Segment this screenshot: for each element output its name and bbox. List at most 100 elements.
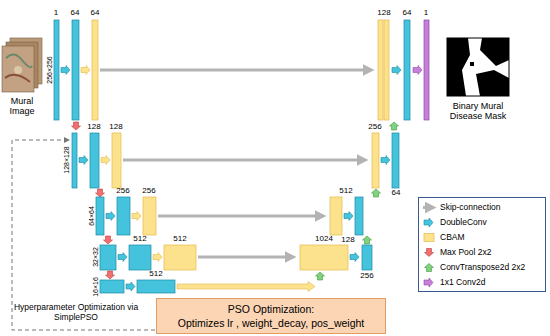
encoder-blocks	[54, 20, 315, 293]
legend-samples	[424, 278, 433, 287]
decoder-blocks	[413, 66, 422, 75]
decoder-blocks	[392, 133, 399, 188]
channel-number: 1024	[315, 235, 333, 243]
mural-image	[5, 75, 30, 82]
caption-label: Binary Mural Disease Mask	[439, 101, 517, 121]
disease-mask	[447, 38, 470, 96]
dimension-label: 16×16	[92, 277, 99, 297]
encoder-blocks	[72, 133, 77, 188]
legend-samples	[423, 208, 434, 288]
skip-connections	[100, 70, 370, 257]
channel-number: 512	[339, 187, 352, 195]
encoder-blocks	[96, 197, 104, 235]
channel-number: 256	[116, 187, 129, 195]
decoder-blocks	[355, 197, 363, 235]
mural-image	[6, 54, 32, 67]
decoder-blocks	[424, 20, 429, 120]
dimension-label: 256×256	[46, 56, 53, 83]
disease-mask	[447, 38, 509, 96]
mural-image	[14, 66, 22, 74]
encoder-blocks	[104, 236, 113, 244]
encoder-blocks	[92, 20, 98, 120]
pso-box: PSO Optimization:Optimizes lr , weight_d…	[156, 298, 386, 334]
encoder-blocks	[143, 197, 156, 235]
encoder-blocks	[117, 197, 130, 235]
encoder-blocks	[137, 280, 175, 293]
channel-number: 256	[368, 123, 381, 131]
legend-text: DoubleConv	[440, 217, 487, 228]
decoder-blocks	[404, 20, 410, 120]
decoder-blocks	[390, 122, 399, 130]
channel-number: 128	[341, 236, 354, 244]
encoder-blocks	[153, 253, 162, 262]
encoder-blocks	[100, 280, 124, 293]
encoder-blocks	[72, 20, 79, 120]
channel-number: 512	[133, 235, 146, 243]
legend-samples	[424, 234, 434, 242]
dimension-label: 32×32	[92, 247, 99, 267]
legend-samples	[425, 249, 434, 257]
encoder-blocks	[106, 212, 115, 221]
encoder-blocks	[129, 245, 151, 270]
decoder-blocks	[350, 253, 359, 262]
decoder-blocks	[316, 272, 325, 280]
channel-number: 512	[149, 270, 162, 278]
encoder-blocks	[164, 245, 196, 270]
encoder-blocks	[101, 156, 110, 165]
decoder-blocks	[344, 212, 353, 221]
skip-connections	[100, 69, 370, 72]
decoder-blocks	[384, 20, 389, 120]
encoder-blocks	[72, 122, 81, 130]
caption-label: Mural Image	[0, 96, 44, 116]
channel-number: 1	[424, 9, 428, 17]
legend-text: ConvTranspose2d 2x2	[440, 262, 525, 273]
legend-samples	[425, 264, 434, 272]
decoder-blocks	[362, 245, 372, 270]
encoder-blocks	[132, 212, 141, 221]
channel-number: 256	[360, 272, 373, 280]
encoder-blocks	[126, 282, 135, 291]
encoder-blocks	[90, 133, 99, 188]
box-body: Optimizes lr , weight_decay, pos_weight	[163, 316, 379, 330]
decoder-blocks	[300, 245, 348, 270]
channel-number: 128	[87, 123, 100, 131]
disease-mask	[447, 38, 509, 96]
encoder-blocks	[100, 245, 116, 270]
encoder-blocks	[112, 133, 121, 188]
box-heading: PSO Optimization:	[163, 302, 379, 316]
channel-number: 512	[173, 235, 186, 243]
dimension-label: 64×64	[88, 206, 95, 226]
decoder-blocks	[330, 197, 342, 235]
skip-connections	[158, 215, 322, 218]
disease-mask	[470, 62, 474, 66]
channel-number: 256	[142, 187, 155, 195]
legend-text: CBAM	[440, 232, 465, 243]
legend-text: Max Pool 2x2	[440, 247, 492, 258]
pso-feedback-line	[12, 140, 155, 330]
channel-number: 64	[91, 9, 100, 17]
channel-number: 64	[71, 9, 80, 17]
encoder-blocks	[106, 271, 115, 279]
caption-label: Hyperparameter Optimization via SimplePS…	[12, 302, 140, 322]
decoder-blocks	[372, 189, 381, 197]
disease-mask	[476, 70, 509, 96]
mural-image	[2, 46, 34, 92]
pso-feedback-line	[12, 140, 155, 330]
legend-samples	[424, 218, 433, 227]
legend-text: 1x1 Conv2d	[440, 277, 485, 288]
decoder-blocks	[363, 236, 372, 244]
channel-number: 128	[109, 123, 122, 131]
decoder-blocks	[300, 20, 429, 280]
encoder-blocks	[79, 156, 88, 165]
skip-connections	[198, 256, 292, 259]
decoder-blocks	[372, 133, 379, 188]
legend-samples	[423, 206, 432, 209]
decoder-blocks	[378, 20, 383, 120]
encoder-blocks	[81, 66, 90, 75]
encoder-blocks	[177, 282, 315, 292]
decoder-blocks	[392, 66, 401, 75]
skip-connections	[123, 159, 364, 162]
encoder-blocks	[96, 189, 105, 197]
channel-number: 128	[377, 9, 390, 17]
